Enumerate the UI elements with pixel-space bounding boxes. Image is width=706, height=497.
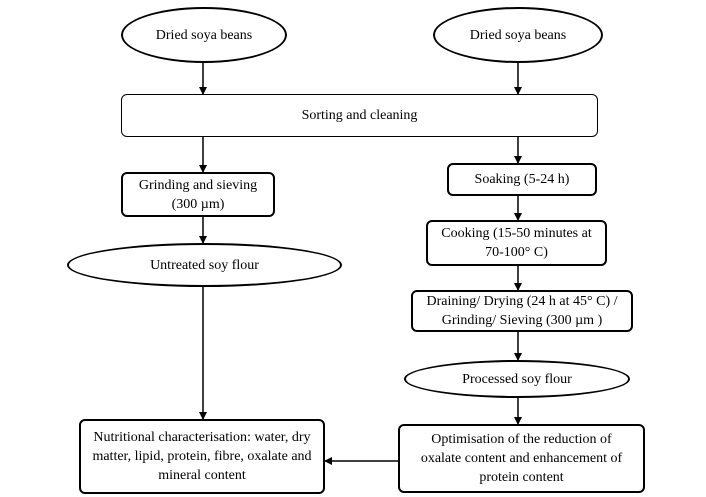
node-processed-soy-flour: Processed soy flour (404, 360, 630, 398)
node-cooking: Cooking (15-50 minutes at 70-100° C) (426, 220, 607, 266)
node-draining-drying-grinding-sieving: Draining/ Drying (24 h at 45° C) / Grind… (411, 290, 633, 332)
node-grinding-and-sieving: Grinding and sieving (300 µm) (121, 172, 275, 217)
node-sorting-and-cleaning: Sorting and cleaning (121, 94, 598, 137)
node-soaking: Soaking (5-24 h) (447, 163, 597, 196)
node-dried-soya-beans-right: Dried soya beans (433, 7, 603, 63)
node-untreated-soy-flour: Untreated soy flour (67, 243, 342, 287)
node-optimisation: Optimisation of the reduction of oxalate… (398, 424, 645, 493)
node-nutritional-characterisation: Nutritional characterisation: water, dry… (79, 419, 325, 494)
node-dried-soya-beans-left: Dried soya beans (121, 7, 287, 63)
